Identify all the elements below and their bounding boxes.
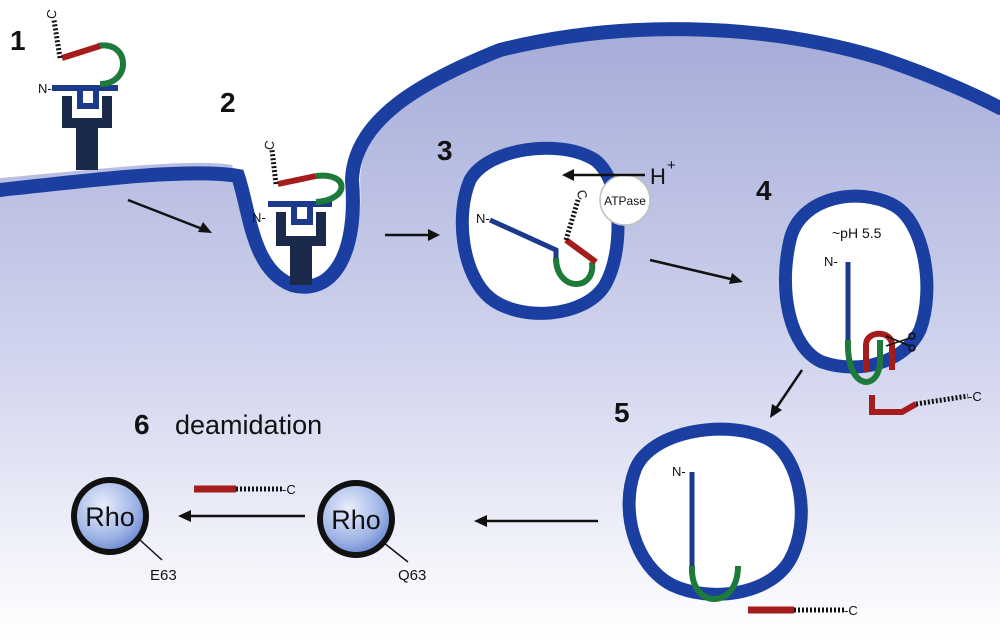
scissors-icon [885,332,916,352]
rho-label: Rho [85,502,135,532]
step1-toxin-receptor: C N- [38,8,126,170]
rho-q63: Rho Q63 [317,480,426,584]
n-terminus-label: N- [476,211,490,226]
rho-e63: Rho E63 [71,477,177,584]
endosome-membrane [778,189,934,374]
step-6-number: 6 [134,409,150,440]
n-domain-arm [291,204,313,225]
linker [553,257,596,287]
c-terminus-label: C [261,139,277,151]
e63-label: E63 [150,567,177,584]
q63-label: Q63 [398,567,426,584]
arrow-3-to-4 [649,258,743,284]
arrow-1-to-2 [127,198,212,233]
step-5-number: 5 [614,397,630,428]
rho-label: Rho [331,505,381,535]
arrow-5-to-rho [474,515,598,527]
c-domain [277,173,317,187]
step-1-number: 1 [10,25,26,56]
ph-label: ~pH 5.5 [832,225,882,241]
receptor-cup [276,212,326,246]
step2-endocytosis: C N- [252,139,345,285]
arrow-rho-to-rho [178,510,305,522]
catalytic-domain: -C [194,482,296,497]
c-terminal-tail [563,199,581,241]
n-terminus-label: N- [824,254,838,269]
step-4-number: 4 [756,175,772,206]
cell-membrane [0,22,1000,294]
c-domain [564,237,598,265]
deamidation-label: deamidation [175,410,322,440]
c-terminus-label: -C [282,482,296,497]
proton-arrow-head [562,169,574,181]
proton-charge: + [667,157,676,174]
receptor-stalk [76,128,98,170]
step4-acidified-endosome: ~pH 5.5 -C N- [778,189,982,415]
linker [97,42,126,87]
c-terminus-label: C [43,8,59,20]
c-terminal-tail [269,149,279,185]
step-3-number: 3 [437,135,453,166]
linker [688,565,741,602]
n-terminus-label: N- [672,464,686,479]
arrow-4-to-5 [770,369,804,418]
c-domain [61,43,101,61]
c-terminus-label: -C [968,389,982,404]
proton-label: H [650,164,666,189]
n-terminus-label: N- [38,81,52,96]
c-terminal-tail [915,393,969,407]
endosome-membrane [622,422,808,601]
step-2-number: 2 [220,87,236,118]
arrow-2-to-3 [385,229,440,241]
receptor-cup [62,96,112,128]
atpase-label: ATPase [604,194,646,208]
linker [315,172,345,205]
step5-release: N- -C [622,422,858,618]
c-terminus-label: -C [844,603,858,618]
endosome-membrane [455,141,625,320]
c-terminal-tail [51,19,63,59]
c-domain [863,330,918,415]
linker [844,339,883,385]
receptor-stalk [290,245,312,285]
n-domain-arm [77,88,99,109]
step3-endosome: C N- ATPase H + [455,141,676,320]
n-terminus-label: N- [252,210,266,225]
